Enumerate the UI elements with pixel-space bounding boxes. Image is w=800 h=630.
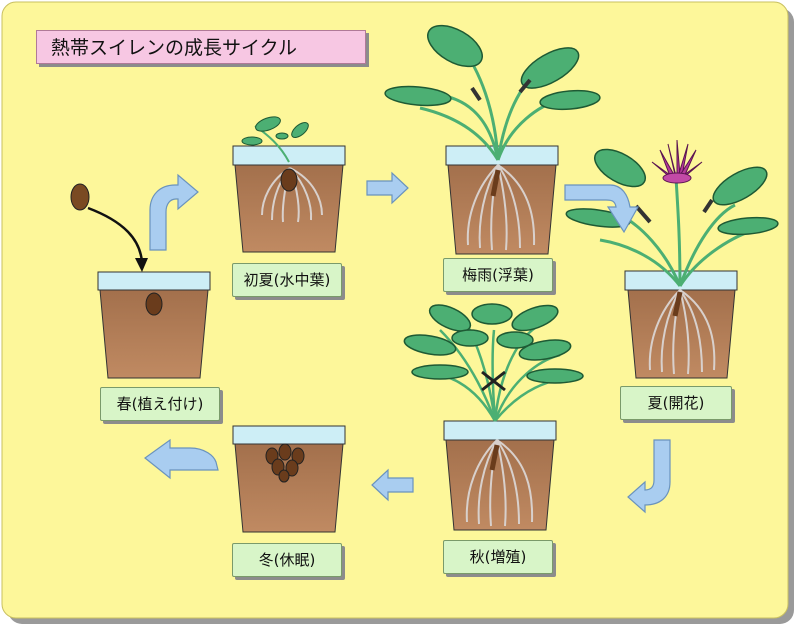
seed-icon: [70, 183, 148, 272]
pot-summer: [565, 139, 779, 379]
label-autumn: 秋(増殖): [443, 540, 553, 574]
pot-spring: [97, 271, 211, 379]
arrow-summer-to-autumn: [627, 439, 671, 514]
arrow-spring-to-early-summer: [149, 173, 199, 251]
pot-autumn: [403, 303, 584, 531]
arrow-autumn-to-winter: [371, 468, 414, 502]
flower-icon: [651, 139, 703, 184]
arrow-winter-to-spring: [144, 438, 219, 480]
label-spring: 春(植え付け): [100, 387, 220, 421]
diagram-title: 熱帯スイレンの成長サイクル: [36, 30, 366, 64]
pot-early-summer: [232, 116, 346, 253]
label-early-summer: 初夏(水中葉): [232, 263, 342, 297]
label-rainy: 梅雨(浮葉): [443, 258, 553, 292]
arrow-rainy-to-summer: [564, 184, 640, 234]
tuber-cluster-icon: [265, 443, 305, 483]
pot-rainy: [384, 24, 601, 255]
pot-winter: [232, 425, 346, 533]
label-winter: 冬(休眠): [232, 543, 342, 577]
label-summer: 夏(開花): [620, 386, 732, 420]
arrow-early-summer-to-rainy: [366, 171, 409, 205]
